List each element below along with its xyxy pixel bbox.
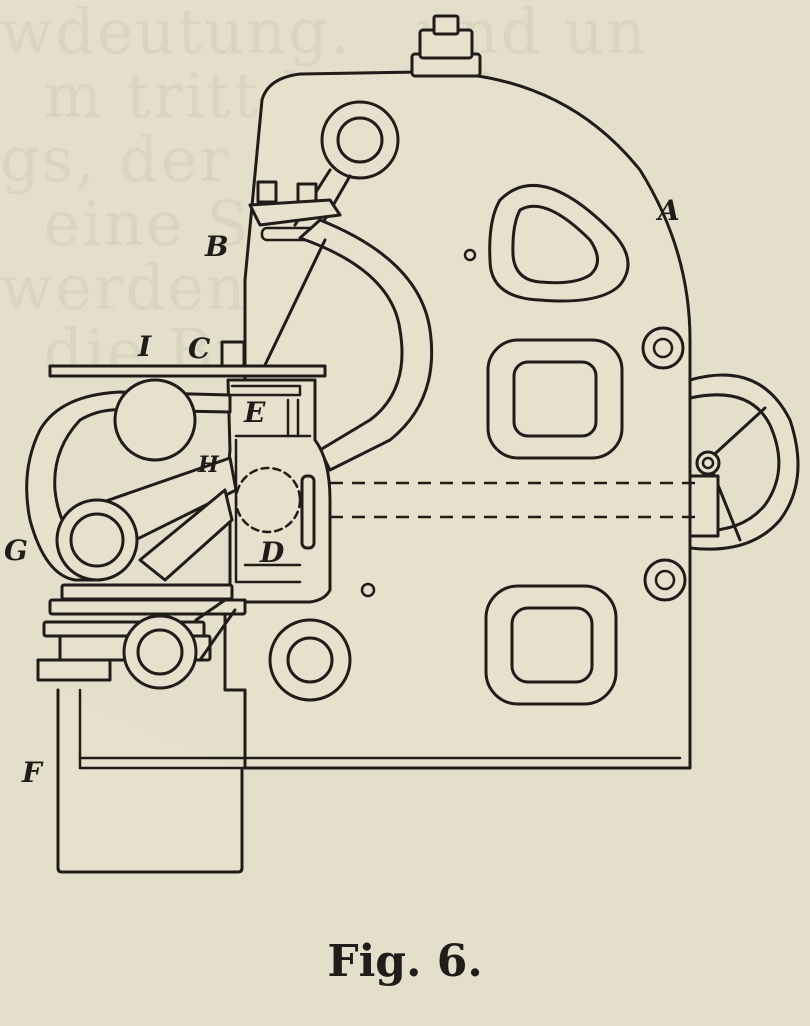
diagonal-rod bbox=[263, 238, 327, 367]
lower-boss bbox=[268, 618, 352, 702]
dashed-shaft bbox=[330, 481, 695, 519]
label-a: A bbox=[655, 194, 680, 227]
middle-window bbox=[486, 338, 624, 460]
top-bolt bbox=[410, 14, 482, 78]
small-hole-1 bbox=[463, 248, 477, 262]
lower-window bbox=[484, 584, 618, 706]
left-mechanism bbox=[25, 378, 247, 616]
table-i bbox=[48, 340, 327, 378]
label-i: I bbox=[137, 330, 152, 363]
label-b: B bbox=[204, 230, 229, 263]
hand-wheel bbox=[688, 373, 800, 551]
label-h: H bbox=[197, 452, 220, 478]
label-e: E bbox=[243, 396, 266, 429]
bottom-box bbox=[56, 688, 244, 874]
triangle-window bbox=[488, 184, 630, 303]
right-boss-lower bbox=[643, 558, 687, 602]
upper-boss bbox=[320, 100, 400, 180]
bracket-b bbox=[248, 180, 342, 242]
small-hole-2 bbox=[360, 582, 376, 598]
right-boss-upper bbox=[641, 326, 685, 370]
label-g: G bbox=[4, 534, 28, 567]
label-c: C bbox=[188, 332, 211, 365]
label-f: F bbox=[21, 756, 44, 789]
label-d: D bbox=[259, 536, 285, 569]
lower-mechanism bbox=[36, 598, 237, 690]
figure-caption: Fig. 6. bbox=[327, 936, 483, 987]
curved-arm bbox=[298, 218, 434, 472]
